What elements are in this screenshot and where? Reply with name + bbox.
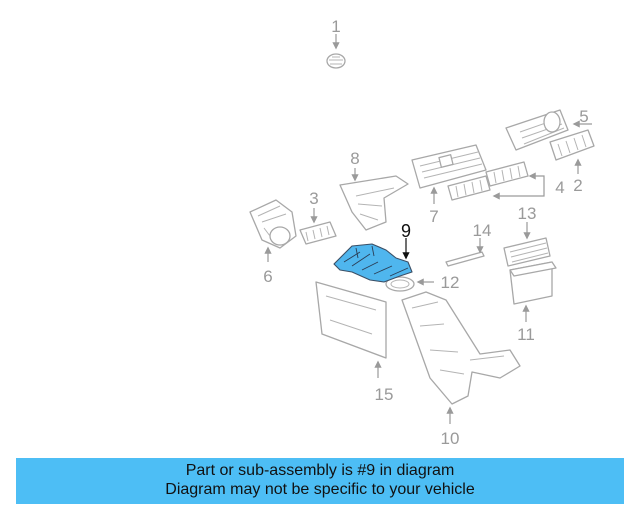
part-9-highlighted-duct[interactable] bbox=[333, 238, 413, 283]
banner-line-2: Diagram may not be specific to your vehi… bbox=[165, 481, 475, 498]
part-6-side-vent bbox=[249, 199, 297, 262]
banner-line-1: Part or sub-assembly is #9 in diagram bbox=[185, 462, 455, 479]
part-15-panel bbox=[315, 281, 387, 378]
callout-5: 5 bbox=[579, 107, 588, 126]
callout-1: 1 bbox=[331, 17, 340, 36]
callout-8: 8 bbox=[350, 149, 359, 168]
callout-6: 6 bbox=[263, 267, 272, 286]
part-14-strip bbox=[445, 238, 485, 267]
callout-14: 14 bbox=[473, 221, 492, 240]
part-8-duct bbox=[339, 168, 409, 231]
part-1-knob bbox=[326, 34, 346, 69]
part-12-ring bbox=[385, 276, 434, 292]
part-3-vent bbox=[299, 208, 337, 245]
callout-11: 11 bbox=[517, 325, 535, 344]
info-banner: Part or sub-assembly is #9 in diagram Di… bbox=[16, 458, 624, 504]
callout-3: 3 bbox=[309, 189, 318, 208]
part-5-vent bbox=[505, 109, 592, 151]
callout-12: 12 bbox=[441, 273, 460, 292]
parts-diagram: 1 5 2 7 4 8 3 bbox=[249, 17, 595, 448]
callout-13: 13 bbox=[518, 204, 537, 223]
part-2-vent bbox=[549, 129, 595, 174]
part-7-center-vent bbox=[411, 144, 487, 204]
callout-9: 9 bbox=[401, 221, 411, 241]
callout-10: 10 bbox=[441, 429, 460, 448]
part-13-vent bbox=[503, 222, 551, 267]
callout-2: 2 bbox=[573, 176, 582, 195]
callout-4: 4 bbox=[555, 178, 564, 197]
part-10-duct bbox=[401, 291, 521, 424]
callout-15: 15 bbox=[375, 385, 394, 404]
part-11-box bbox=[509, 261, 557, 322]
callout-7: 7 bbox=[429, 207, 438, 226]
part-4-vents bbox=[447, 161, 545, 201]
